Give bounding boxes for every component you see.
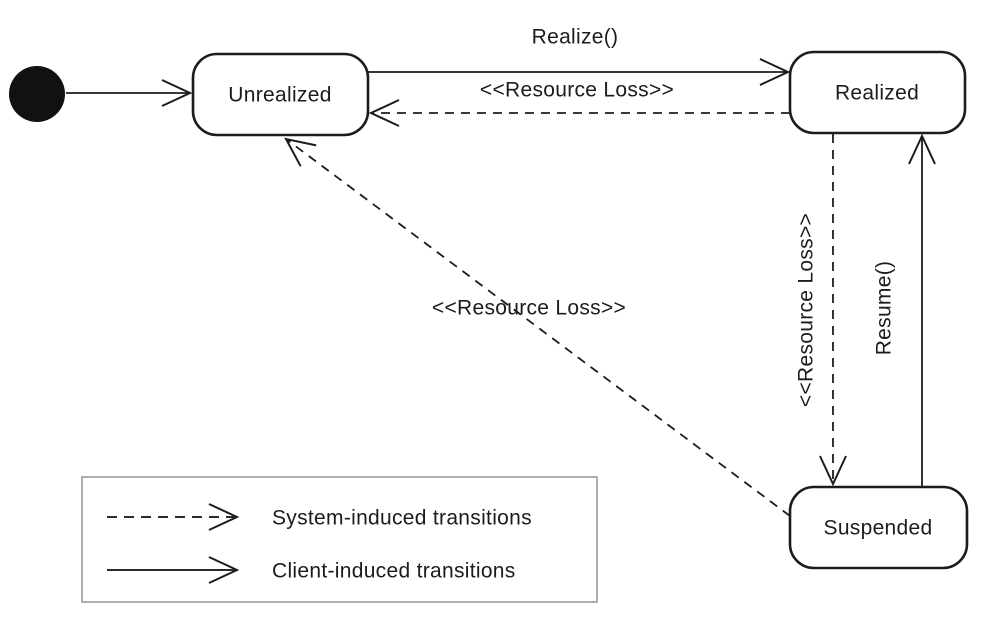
- state-suspended-box: [788, 485, 969, 570]
- transition-resume-label: Resume(): [873, 261, 896, 356]
- transition-resource-loss-top-label: <<Resource Loss>>: [480, 79, 674, 102]
- state-realized-label: Realized: [835, 82, 919, 105]
- legend-system-induced-label: System-induced transitions: [272, 507, 532, 530]
- transition-resource-loss-diagonal-label: <<Resource Loss>>: [432, 297, 626, 320]
- state-unrealized-label: Unrealized: [228, 84, 331, 107]
- legend-box: [81, 476, 598, 603]
- state-realized-box: [788, 50, 967, 135]
- transition-resource-loss-vertical-label: <<Resource Loss>>: [795, 213, 818, 407]
- transition-realize-label: Realize(): [532, 26, 619, 49]
- initial-state-node: [9, 66, 65, 122]
- legend-client-induced-label: Client-induced transitions: [272, 560, 516, 583]
- state-suspended-label: Suspended: [824, 517, 933, 540]
- state-unrealized-box: [191, 52, 370, 137]
- transition-resource-loss-diagonal-arrow: [284, 137, 791, 517]
